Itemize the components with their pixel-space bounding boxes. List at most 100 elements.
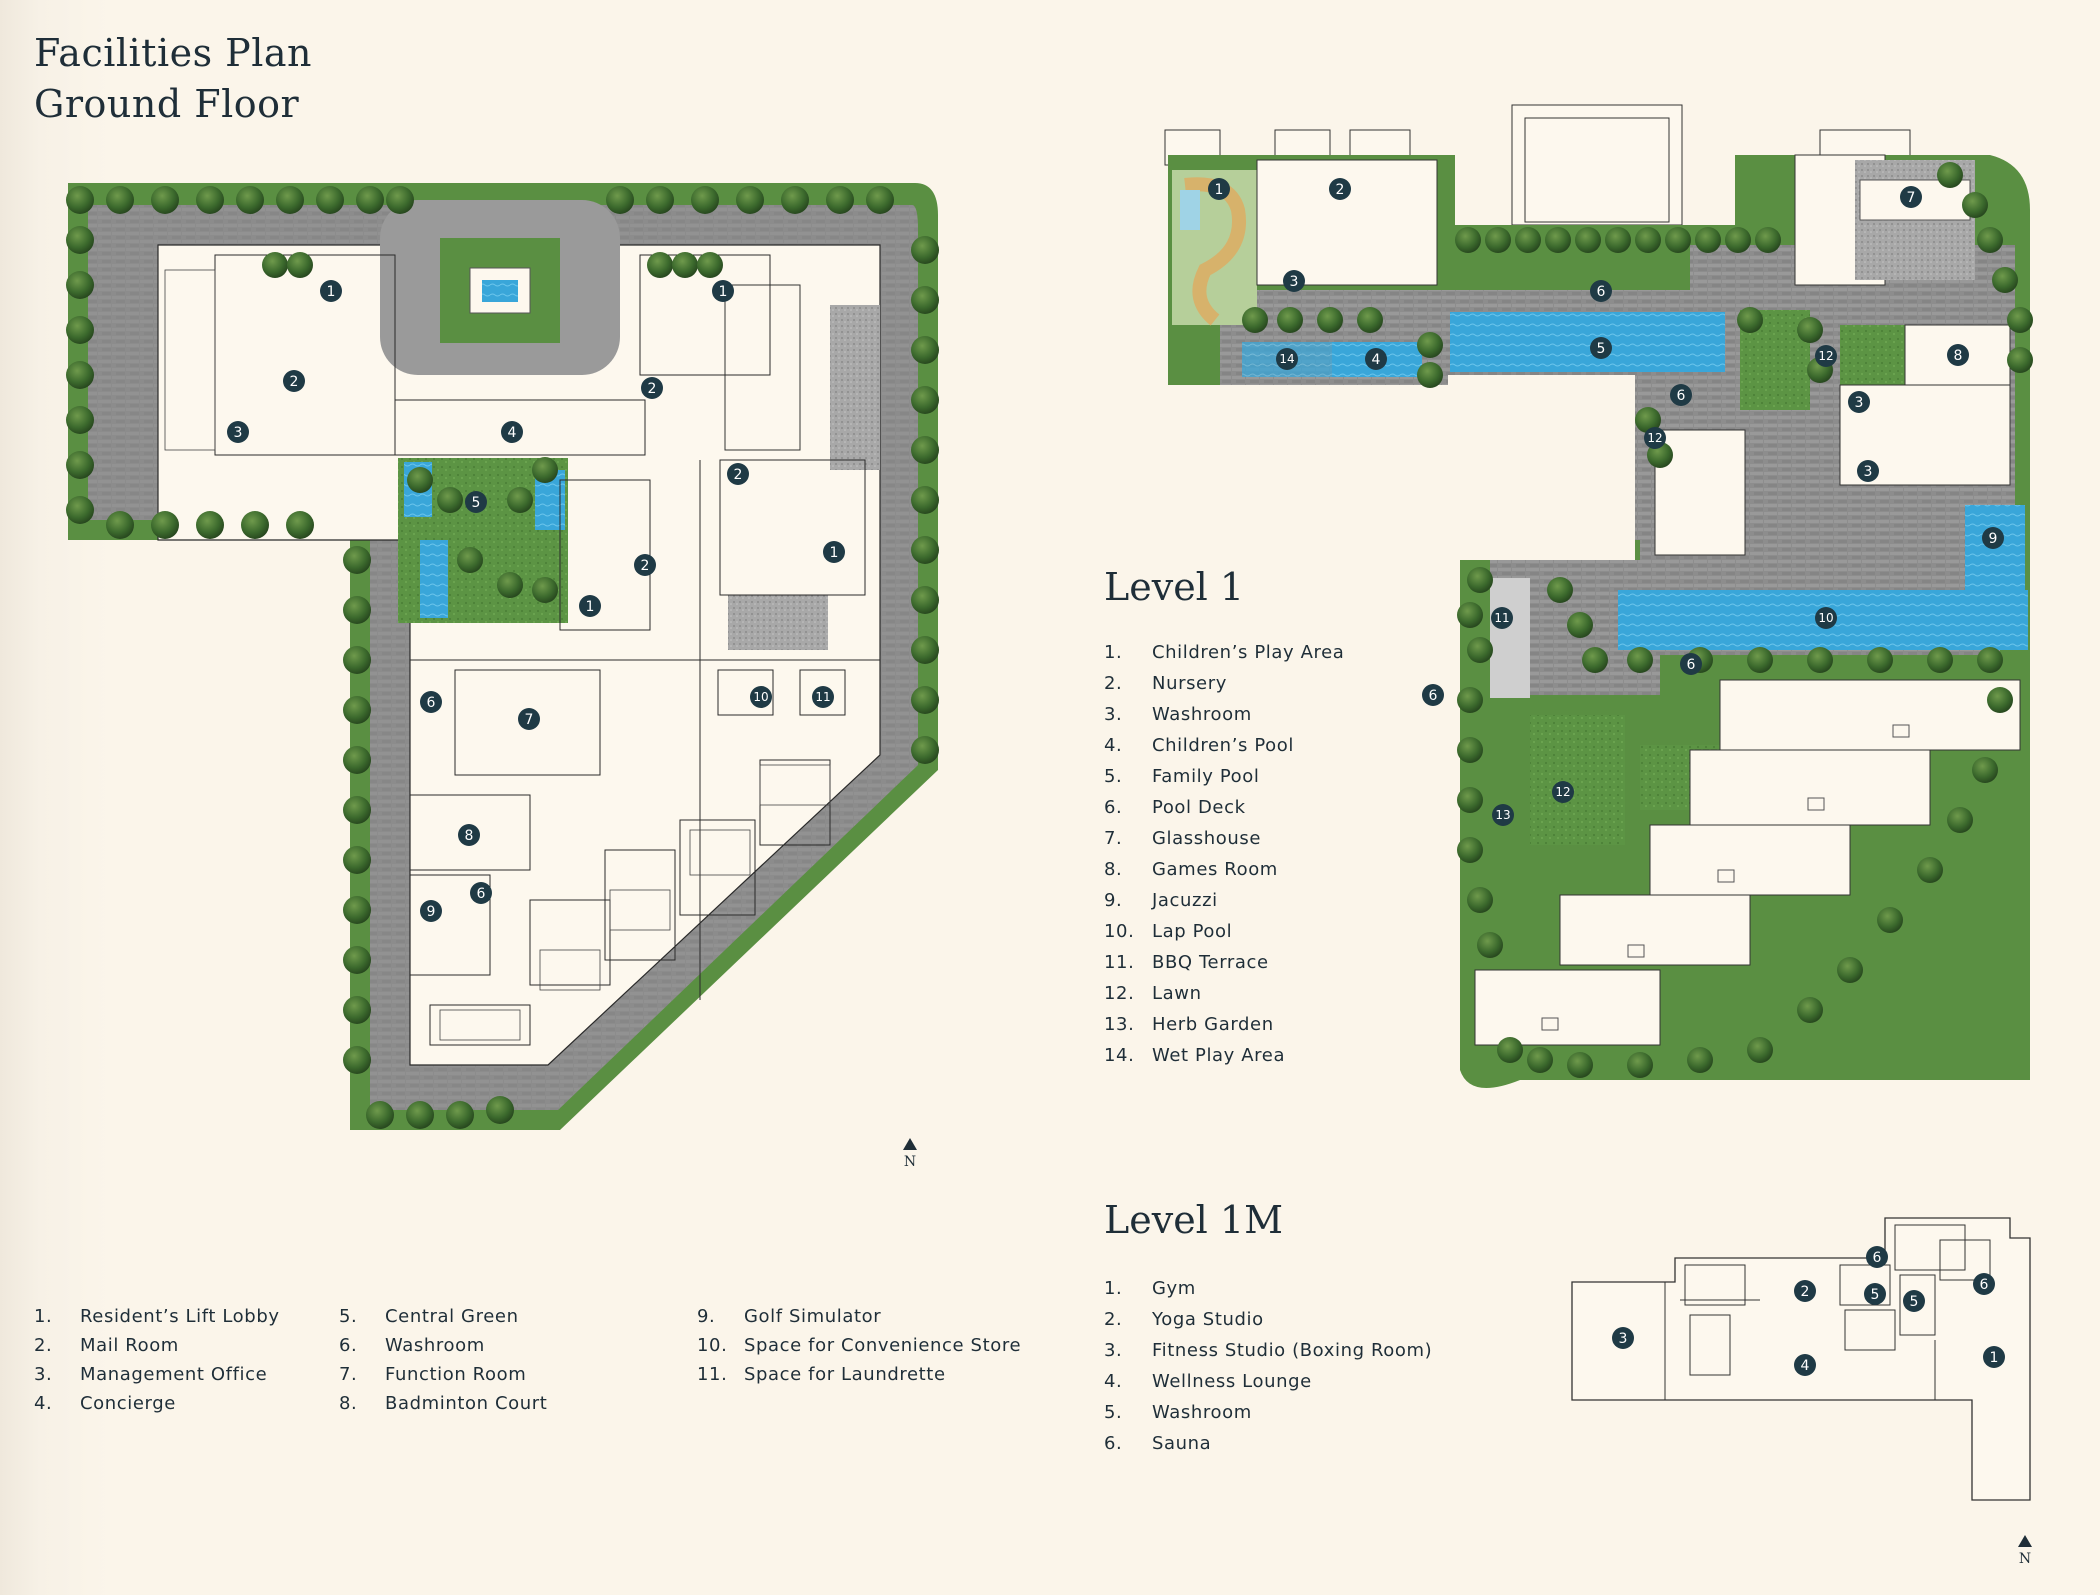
- l1-marker: 13: [1492, 804, 1514, 826]
- l1-marker: 6: [1670, 384, 1692, 406]
- gf-marker: 3: [227, 421, 249, 443]
- gf-marker: 1: [320, 280, 342, 302]
- svg-text:5: 5: [1910, 1294, 1919, 1310]
- l1m-marker: 3: [1612, 1327, 1634, 1349]
- l1-marker: 12: [1644, 427, 1666, 449]
- svg-text:9: 9: [427, 904, 436, 920]
- svg-text:12: 12: [1818, 349, 1833, 363]
- svg-text:4: 4: [508, 425, 517, 441]
- svg-text:10: 10: [1818, 611, 1833, 625]
- level-1-heading: Level 1: [1104, 565, 1245, 609]
- level-1-plan: 1 2 3 3 3 4 5 6 6 6 6 7 8 9 10 11 12 12 …: [1164, 104, 2033, 1088]
- svg-text:4: 4: [1372, 352, 1381, 368]
- svg-text:1: 1: [1990, 1350, 1999, 1366]
- l1-marker: 6: [1590, 280, 1612, 302]
- svg-text:1: 1: [327, 284, 336, 300]
- svg-text:1: 1: [719, 284, 728, 300]
- svg-text:1: 1: [1215, 182, 1224, 198]
- gf-marker: 1: [579, 595, 601, 617]
- ground-floor-plan: 1 1 1 1 2 2 2 2 3 4 5 6 6 7 8 9 10 11: [66, 183, 939, 1130]
- l1m-marker: 5: [1903, 1290, 1925, 1312]
- level-1m-plan: 1 2 3 4 5 5 6 6: [1571, 1217, 2031, 1501]
- svg-text:6: 6: [1677, 388, 1686, 404]
- l1-marker: 6: [1680, 653, 1702, 675]
- ground-floor-legend-col-2: 5.Central Green 6.Washroom 7.Function Ro…: [339, 1306, 548, 1414]
- l1-marker: 10: [1815, 607, 1837, 629]
- l1-marker: 8: [1947, 344, 1969, 366]
- l1m-marker: 2: [1794, 1280, 1816, 1302]
- ground-floor-legend-col-3: 9.Golf Simulator 10.Space for Convenienc…: [697, 1306, 1022, 1385]
- north-arrow-level1m: N: [2017, 1535, 2033, 1567]
- gf-marker: 9: [420, 900, 442, 922]
- gf-marker: 8: [458, 824, 480, 846]
- title-line-2: Ground Floor: [34, 82, 300, 126]
- gf-marker: 1: [712, 280, 734, 302]
- l1-marker: 6: [1422, 684, 1444, 706]
- svg-text:6: 6: [1597, 284, 1606, 300]
- svg-text:5: 5: [1597, 341, 1606, 357]
- title-line-1: Facilities Plan: [34, 31, 313, 75]
- l1-marker: 7: [1900, 186, 1922, 208]
- svg-text:2: 2: [734, 467, 743, 483]
- svg-text:3: 3: [1855, 395, 1864, 411]
- gf-marker: 2: [634, 554, 656, 576]
- north-arrow-icon: [903, 1138, 917, 1150]
- svg-text:3: 3: [1864, 464, 1873, 480]
- north-arrow-ground: N: [902, 1138, 918, 1170]
- svg-text:10: 10: [753, 690, 768, 704]
- svg-text:2: 2: [648, 381, 657, 397]
- gf-marker: 7: [518, 708, 540, 730]
- l1-marker: 14: [1276, 348, 1298, 370]
- gf-marker: 10: [750, 686, 772, 708]
- svg-text:11: 11: [815, 690, 830, 704]
- level-1m-legend: 1.Gym 2.Yoga Studio 3.Fitness Studio (Bo…: [1104, 1278, 1433, 1454]
- svg-text:13: 13: [1495, 808, 1510, 822]
- svg-text:12: 12: [1555, 785, 1570, 799]
- svg-text:8: 8: [1954, 348, 1963, 364]
- level-1m-heading: Level 1M: [1104, 1198, 1283, 1242]
- svg-text:12: 12: [1647, 431, 1662, 445]
- svg-text:6: 6: [1873, 1250, 1882, 1266]
- svg-text:2: 2: [1336, 182, 1345, 198]
- l1-marker: 3: [1857, 460, 1879, 482]
- l1-marker: 3: [1848, 391, 1870, 413]
- svg-text:7: 7: [525, 712, 534, 728]
- svg-text:1: 1: [830, 545, 839, 561]
- svg-text:3: 3: [1619, 1331, 1628, 1347]
- gf-marker: 2: [727, 463, 749, 485]
- gf-marker: 11: [812, 686, 834, 708]
- level-1-legend: 1.Children’s Play Area 2.Nursery 3.Washr…: [1104, 642, 1345, 1066]
- l1m-marker: 6: [1973, 1273, 1995, 1295]
- svg-text:6: 6: [1429, 688, 1438, 704]
- l1-marker: 4: [1365, 348, 1387, 370]
- l1m-marker: 1: [1983, 1346, 2005, 1368]
- svg-text:1: 1: [586, 599, 595, 615]
- l1m-marker: 5: [1864, 1283, 1886, 1305]
- svg-text:6: 6: [1687, 657, 1696, 673]
- l1m-marker: 4: [1794, 1354, 1816, 1376]
- l1-marker: 5: [1590, 337, 1612, 359]
- svg-text:6: 6: [477, 886, 486, 902]
- l1-marker: 12: [1552, 781, 1574, 803]
- svg-text:2: 2: [290, 374, 299, 390]
- north-label: N: [2018, 1551, 2032, 1567]
- svg-text:2: 2: [1801, 1284, 1810, 1300]
- svg-text:3: 3: [234, 425, 243, 441]
- l1-marker: 3: [1283, 270, 1305, 292]
- l1-marker: 11: [1491, 607, 1513, 629]
- gf-marker: 6: [420, 691, 442, 713]
- gf-marker: 4: [501, 421, 523, 443]
- l1-marker: 12: [1815, 345, 1837, 367]
- svg-text:3: 3: [1290, 274, 1299, 290]
- page-title: Facilities Plan Ground Floor: [34, 28, 312, 130]
- gf-marker: 5: [465, 491, 487, 513]
- l1m-marker: 6: [1866, 1246, 1888, 1268]
- svg-text:11: 11: [1494, 611, 1509, 625]
- north-arrow-icon: [2018, 1535, 2032, 1547]
- svg-text:2: 2: [641, 558, 650, 574]
- svg-text:8: 8: [465, 828, 474, 844]
- gf-marker: 6: [470, 882, 492, 904]
- ground-floor-legend-col-1: 1.Resident’s Lift Lobby 2.Mail Room 3.Ma…: [34, 1306, 280, 1414]
- svg-text:9: 9: [1989, 531, 1998, 547]
